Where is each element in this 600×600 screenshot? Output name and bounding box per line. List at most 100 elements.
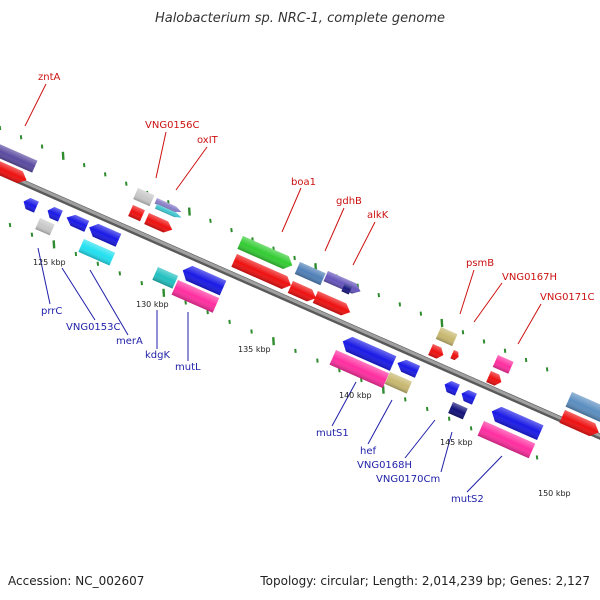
gene-label-mutS2: mutS2 [451, 494, 484, 505]
gene-feature-mutS2 [491, 406, 544, 441]
gene-label-mutL: mutL [175, 362, 201, 373]
gene-feature-gdhB-cds [287, 281, 316, 302]
gene-arrow-shading [450, 350, 459, 361]
gene-arrow-shading [0, 156, 27, 184]
gene-arrow-shading [323, 271, 361, 294]
gene-feature-oxIT-2 [154, 204, 182, 218]
gene-arrow-shading [237, 236, 293, 269]
gene-feature-VNG0170Cm [448, 402, 468, 420]
leader-line-oxIT [175, 146, 208, 191]
leader-line-merA [89, 269, 129, 336]
genome-backbone [0, 169, 600, 440]
gene-feature-oxIT-cds [144, 213, 173, 233]
gene-arrow-shading [152, 267, 179, 289]
gene-label-zntA: zntA [38, 72, 61, 83]
leader-line-VNG0170Cm [440, 431, 453, 473]
leader-line-alkK [352, 221, 376, 266]
leader-line-zntA [24, 83, 47, 127]
gene-arrow-shading [35, 218, 55, 236]
gene-arrow-shading [397, 359, 421, 378]
gene-arrow-shading [492, 355, 514, 374]
gene-feature-alkK-cds [312, 291, 351, 316]
gene-feature-zntA [0, 139, 38, 173]
gene-feature-merA [78, 239, 116, 266]
gene-arrow-shading [341, 283, 353, 295]
gene-arrow-shading [428, 344, 444, 359]
gene-feature-prrC-c [47, 206, 63, 222]
gene-feature-hef-b [397, 359, 421, 378]
gene-arrow-shading [66, 214, 90, 232]
gene-feature-mutS1-b [329, 350, 390, 389]
leader-line-psmB [459, 269, 475, 315]
gene-label-psmB: psmB [466, 258, 494, 269]
scale-label-130kbp: 130 kbp [136, 300, 169, 309]
leader-line-VNG0168H [404, 419, 436, 459]
gene-feature-psmB [435, 327, 458, 347]
gene-arrow-shading [23, 197, 39, 213]
gene-label-prrC: prrC [41, 306, 62, 317]
gene-arrow-shading [47, 206, 63, 222]
gene-arrow-shading [491, 406, 544, 441]
gene-arrow-shading [384, 372, 412, 394]
scale-label-125kbp: 125 kbp [33, 258, 66, 267]
scale-labels: 125 kbp 130 kbp 135 kbp 140 kbp 145 kbp … [33, 258, 571, 498]
leader-line-VNG0167H [473, 282, 503, 323]
gene-arrow-shading [444, 380, 460, 396]
leader-line-gdhB [324, 207, 345, 252]
gene-arrow-shading [448, 402, 468, 420]
gene-label-oxIT: oxIT [197, 135, 219, 146]
gene-arrow-shading [435, 327, 458, 347]
leader-line-VNG0171C [517, 303, 542, 345]
leader-line-prrC [37, 247, 51, 305]
gene-label-boa1: boa1 [291, 177, 316, 188]
gene-arrow-shading [565, 392, 600, 423]
gene-feature-psmB-b [450, 350, 459, 361]
top-gene-labels: zntA VNG0156C oxIT boa1 gdhB alkK psmB V… [38, 72, 595, 303]
gene-feature-alkK-b [341, 283, 353, 295]
map-title: Halobacterium sp. NRC-1, complete genome [155, 11, 445, 26]
leader-line-VNG0156C [155, 131, 167, 179]
leader-line-VNG0153C [61, 267, 96, 321]
gene-arrow-shading [182, 265, 227, 296]
scale-label-140kbp: 140 kbp [339, 391, 372, 400]
leader-line-mutS2 [466, 455, 503, 493]
gene-arrow-shading [171, 280, 220, 313]
leader-line-boa1 [281, 187, 302, 233]
gene-feature-VNG0168H [444, 380, 460, 396]
scale-label-150kbp: 150 kbp [538, 489, 571, 498]
bottom-gene-labels: prrC VNG0153C merA kdgK mutL mutS1 hef V… [41, 306, 484, 505]
gene-feature-mutS2-b [477, 421, 536, 459]
gene-label-mutS1: mutS1 [316, 428, 349, 439]
gene-arrow-shading [133, 188, 155, 207]
label-leaders [24, 83, 542, 493]
gene-feature-VNG0156C-cds [128, 205, 145, 222]
gene-arrow-shading [461, 389, 477, 405]
gene-arrow-shading [128, 205, 145, 222]
gene-feature-boa1-cds [231, 254, 291, 290]
gene-feature-VNG0171C-cds [559, 410, 599, 437]
gene-label-VNG0167H: VNG0167H [502, 272, 557, 283]
gene-arrow-shading [559, 410, 599, 437]
gene-label-gdhB: gdhB [336, 196, 362, 207]
gene-arrow-shading [78, 239, 116, 266]
gene-feature-prrC-b [35, 218, 55, 236]
gene-arrow-shading [154, 204, 182, 218]
gene-label-VNG0171C: VNG0171C [540, 292, 595, 303]
gene-feature-psmB-cds [428, 344, 444, 359]
scale-label-135kbp: 135 kbp [238, 345, 271, 354]
gene-arrow-shading [89, 223, 122, 247]
gene-label-merA: merA [116, 336, 143, 347]
genome-summary-text: Topology: circular; Length: 2,014,239 bp… [259, 574, 590, 588]
gene-arrow-shading [231, 254, 291, 290]
gene-feature-VNG0168H-b [461, 389, 477, 405]
gene-arrow-shading [287, 281, 316, 302]
gene-feature-mutL-b [171, 280, 220, 313]
scale-label-145kbp: 145 kbp [440, 438, 473, 447]
gene-label-VNG0170Cm: VNG0170Cm [376, 474, 440, 485]
gene-feature-VNG0153C [66, 214, 90, 232]
gene-feature-hef [384, 372, 412, 394]
gene-arrow-shading [477, 421, 536, 459]
gene-feature-VNG0167H-cds [486, 371, 502, 386]
gene-arrow-shading [486, 371, 502, 386]
